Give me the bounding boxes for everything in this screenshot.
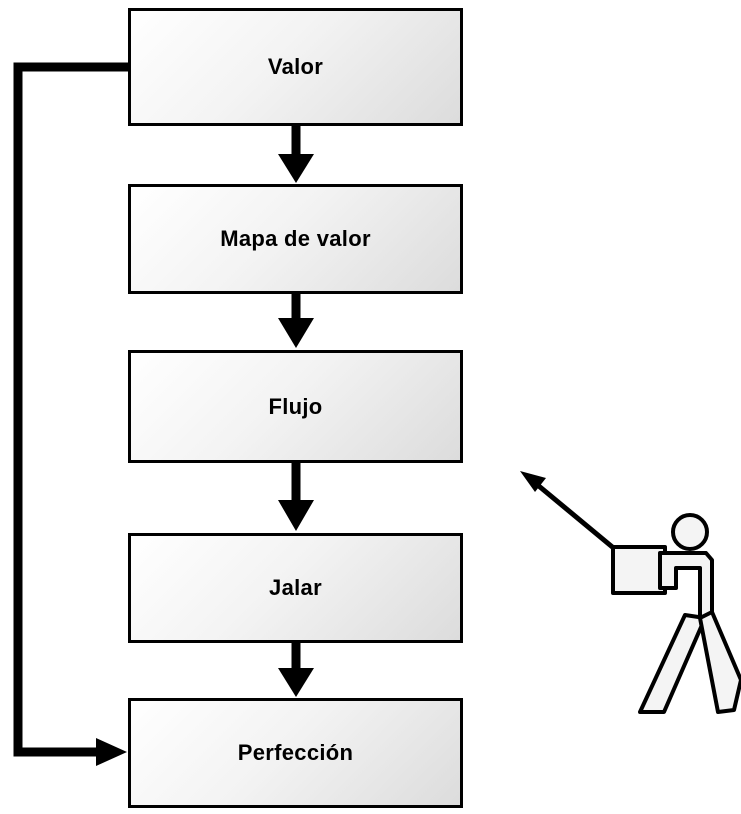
- flow-arrow-4: [278, 643, 314, 697]
- step-label: Jalar: [269, 575, 322, 600]
- step-label: Mapa de valor: [220, 226, 371, 251]
- step-label: Valor: [267, 54, 324, 79]
- step-box-mapa-de-valor: Mapa de valor: [128, 184, 463, 294]
- step-box-perfeccion: Perfección: [128, 698, 463, 808]
- feedback-loop-arrow: [13, 62, 128, 766]
- pointer-arrow: [520, 471, 624, 557]
- step-label: Perfección: [237, 740, 354, 765]
- flow-arrow-1: [278, 126, 314, 183]
- step-box-valor: Valor: [128, 8, 463, 126]
- flow-arrow-3: [278, 463, 314, 531]
- flow-arrow-2: [278, 294, 314, 348]
- step-box-jalar: Jalar: [128, 533, 463, 643]
- person-pushing-box-icon: [611, 513, 741, 714]
- step-box-flujo: Flujo: [128, 350, 463, 463]
- step-label: Flujo: [268, 393, 323, 419]
